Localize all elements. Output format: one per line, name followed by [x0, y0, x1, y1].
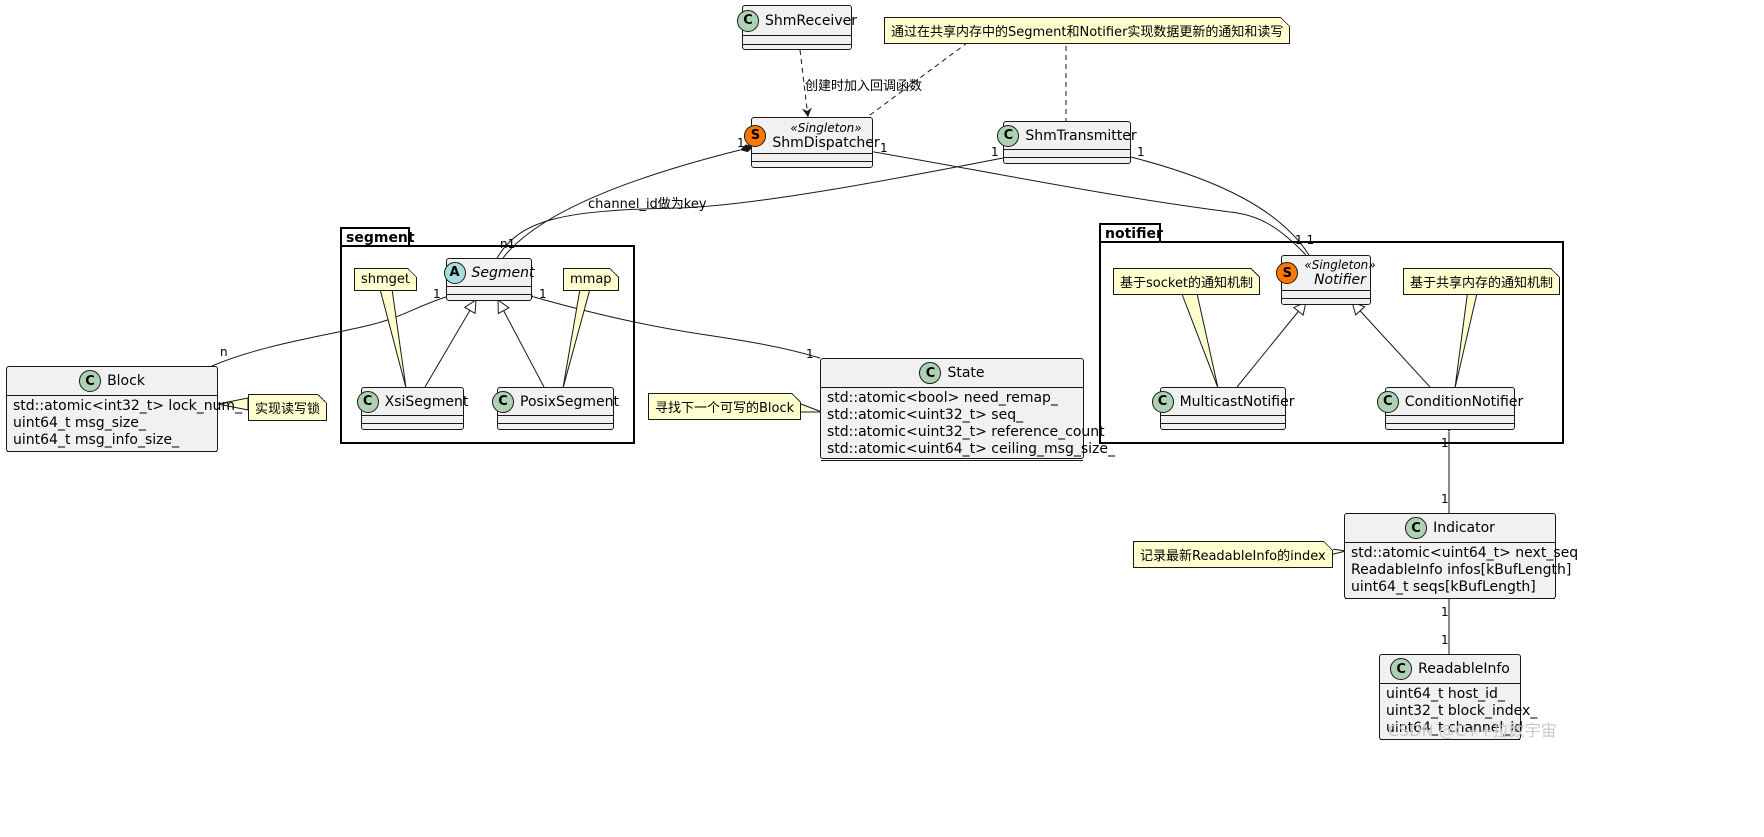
multiplicity: 1: [1137, 145, 1145, 159]
package-notifier: [1099, 241, 1564, 444]
class-name: MulticastNotifier: [1179, 393, 1295, 410]
label-channel-key: channel_id做为key: [588, 197, 707, 212]
watermark: CSDN @C++拉数宇宙: [1388, 721, 1557, 740]
composition-link: [502, 144, 754, 259]
class-segment[interactable]: A Segment: [443, 258, 535, 301]
inheritance-arrow: [1352, 302, 1431, 388]
multiplicity: n1: [500, 237, 516, 251]
class-name: ShmTransmitter: [1025, 127, 1137, 144]
class-icon: C: [1376, 390, 1399, 413]
composition-link: [860, 146, 1307, 256]
package-segment: [340, 245, 635, 444]
class-icon: C: [997, 124, 1020, 147]
class-icon: C: [1390, 658, 1413, 680]
attribute: std::atomic<bool> need_remap_: [827, 390, 1058, 406]
class-xsi-segment[interactable]: C XsiSegment: [356, 387, 468, 430]
multiplicity: 1: [539, 287, 547, 301]
class-name: Segment: [471, 264, 535, 281]
attribute: uint64_t channel_id: [1386, 720, 1524, 736]
class-name: XsiSegment: [384, 393, 469, 410]
class-indicator[interactable]: C Indicator std::atomic<uint64_t> next_se…: [1344, 513, 1579, 599]
stereotype-label: «Singleton»: [1304, 258, 1376, 272]
attribute: ReadableInfo infos[kBufLength]: [1351, 562, 1572, 578]
attribute: std::atomic<uint64_t> ceiling_msg_size_: [827, 441, 1116, 457]
singleton-icon: S: [1276, 262, 1299, 284]
note-indicator: 记录最新ReadableInfo的index: [1133, 541, 1333, 568]
composition-link: [496, 152, 1017, 259]
class-icon: C: [356, 390, 379, 413]
package-tab-notifier: notifier: [1099, 223, 1163, 243]
attribute: uint64_t seqs[kBufLength]: [1351, 579, 1536, 595]
composition-link: [211, 291, 460, 367]
multiplicity: 1: [991, 145, 999, 159]
class-condition-notifier[interactable]: C ConditionNotifier: [1376, 387, 1523, 430]
note-socket: 基于socket的通知机制: [1113, 268, 1261, 295]
singleton-icon: S: [744, 124, 767, 147]
multiplicity: 1: [737, 136, 745, 150]
note-top: 通过在共享内存中的Segment和Notifier实现数据更新的通知和读写: [884, 17, 1291, 44]
label-callback: 创建时加入回调函数: [805, 79, 923, 94]
class-shm-transmitter[interactable]: C ShmTransmitter: [997, 121, 1137, 164]
multiplicity: n: [220, 345, 228, 359]
class-notifier[interactable]: S «Singleton»Notifier: [1276, 255, 1376, 305]
class-name: Notifier: [1314, 272, 1366, 288]
stereotype-label: «Singleton»: [790, 120, 862, 135]
class-icon: C: [919, 362, 942, 384]
package-tab-segment: segment: [340, 227, 415, 247]
note-state: 寻找下一个可写的Block: [648, 393, 802, 420]
attribute: std::atomic<int32_t> lock_num_: [13, 398, 243, 414]
class-block[interactable]: C Block std::atomic<int32_t> lock_num_ ui…: [6, 366, 243, 452]
class-icon: C: [492, 390, 515, 413]
class-icon: C: [1405, 517, 1428, 539]
attribute: std::atomic<uint32_t> seq_: [827, 407, 1024, 423]
composition-link: [1117, 151, 1310, 256]
class-shm-dispatcher[interactable]: S «Singleton»ShmDispatcher: [744, 117, 880, 168]
attribute-list: std::atomic<bool> need_remap_ std::atomi…: [821, 388, 1116, 461]
class-state[interactable]: C State std::atomic<bool> need_remap_ std…: [820, 358, 1116, 461]
attribute-list: std::atomic<int32_t> lock_num_ uint64_t …: [7, 396, 243, 452]
multiplicity: 1 1: [1295, 233, 1315, 247]
class-posix-segment[interactable]: C PosixSegment: [492, 387, 619, 430]
multiplicity: 1: [1441, 633, 1449, 647]
attribute: std::atomic<uint64_t> next_seq: [1351, 545, 1579, 561]
multiplicity: 1: [1441, 492, 1449, 506]
class-name: PosixSegment: [520, 393, 619, 410]
attribute: uint32_t block_index_: [1386, 703, 1538, 719]
multiplicity: 1: [806, 347, 814, 361]
note-mmap: mmap: [563, 268, 619, 291]
note-block: 实现读写锁: [248, 394, 328, 421]
class-name: Block: [107, 373, 145, 389]
multiplicity: 1: [880, 141, 888, 155]
multiplicity: 1: [1441, 436, 1449, 450]
class-name: Indicator: [1433, 520, 1495, 536]
attribute-list: uint64_t host_id_ uint32_t block_index_ …: [1380, 684, 1538, 740]
dependency-arrow: [799, 49, 812, 118]
attribute-list: std::atomic<uint64_t> next_seq ReadableI…: [1345, 543, 1579, 599]
inheritance-arrow: [498, 300, 545, 388]
abstract-class-icon: A: [443, 261, 466, 284]
note-shm-notify: 基于共享内存的通知机制: [1403, 268, 1561, 295]
class-icon: C: [737, 9, 760, 32]
multiplicity: 1: [433, 287, 441, 301]
class-multicast-notifier[interactable]: C MulticastNotifier: [1151, 387, 1294, 430]
class-shm-receiver[interactable]: C ShmReceiver: [737, 5, 857, 50]
class-name: ShmReceiver: [765, 12, 857, 29]
class-name: ReadableInfo: [1418, 661, 1510, 677]
inheritance-arrow: [424, 300, 476, 388]
inheritance-arrow: [1236, 302, 1306, 388]
class-name: State: [947, 365, 985, 381]
class-icon: C: [79, 370, 102, 392]
note-shmget: shmget: [354, 268, 418, 291]
note-link: [865, 36, 976, 119]
class-readable-info[interactable]: C ReadableInfo uint64_t host_id_ uint32_t…: [1379, 654, 1538, 740]
attribute: uint64_t msg_size_: [13, 415, 146, 431]
attribute: uint64_t host_id_: [1386, 686, 1505, 702]
attribute: uint64_t msg_info_size_: [13, 432, 180, 448]
class-name: ShmDispatcher: [772, 134, 880, 151]
class-icon: C: [1151, 390, 1174, 413]
attribute: std::atomic<uint32_t> reference_count: [827, 424, 1105, 440]
multiplicity: 1: [1441, 605, 1449, 619]
class-name: ConditionNotifier: [1404, 393, 1524, 410]
